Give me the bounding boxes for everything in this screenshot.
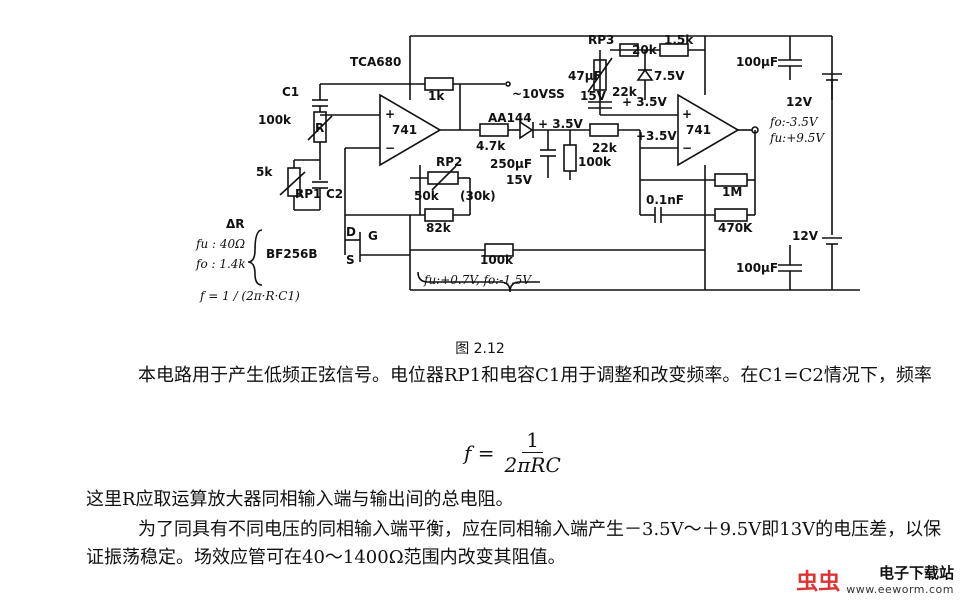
- label-bf256: BF256B: [266, 247, 318, 261]
- label-7-5v: 7.5V: [654, 69, 685, 83]
- label-g: G: [368, 229, 378, 243]
- label-plus2: +: [682, 107, 692, 121]
- label-20k: 20k: [632, 43, 658, 57]
- watermark-url: www.eeworm.com: [846, 583, 954, 596]
- watermark-logo: 虫虫: [796, 570, 841, 595]
- label-22k-2: 22k: [612, 85, 638, 99]
- circuit-diagram: TCA680 C1 100k R 5k RP1 C2 741 + − 741 +…: [195, 33, 860, 303]
- label-30k: (30k): [460, 189, 496, 203]
- label-1-5k: 1.5k: [664, 33, 694, 47]
- label-fo-out: fo:-3.5V: [769, 115, 819, 129]
- label-100k-3: 100k: [480, 253, 514, 267]
- label-1m: 1M: [722, 185, 742, 199]
- paragraph-2: 这里R应取运算放大器同相输入端与输出间的总电阻。: [86, 489, 514, 510]
- formula-denominator: 2πRC: [504, 453, 561, 477]
- label-fu-out: fu:+9.5V: [769, 131, 825, 145]
- label-1k: 1k: [428, 89, 445, 103]
- label-plus-3-5v-a: + 3.5V: [538, 117, 583, 131]
- formula-numerator: 1: [522, 428, 544, 453]
- label-82k: 82k: [426, 221, 452, 235]
- label-plus1: +: [385, 107, 395, 121]
- watermark: 虫虫 电子下载站 www.eeworm.com: [796, 562, 954, 596]
- label-47uf: 47μF: [568, 69, 602, 83]
- label-4-7k: 4.7k: [476, 139, 506, 153]
- formula-fraction: 1 2πRC: [501, 428, 565, 477]
- label-470k: 470K: [718, 221, 753, 235]
- label-12v-b: 12V: [792, 229, 819, 243]
- label-10v: ~10VSS: [512, 87, 565, 101]
- label-opamp1: 741: [392, 123, 417, 137]
- label-minus1: −: [385, 141, 395, 155]
- label-tca680: TCA680: [350, 55, 401, 69]
- label-rp3: RP3: [588, 33, 614, 47]
- opamp-1: [379, 93, 442, 167]
- watermark-text: 电子下载站 www.eeworm.com: [846, 562, 954, 596]
- label-s: S: [346, 253, 355, 267]
- label-100k-2: 100k: [578, 155, 612, 169]
- opamp-2: [677, 93, 740, 167]
- formula-lhs: f =: [464, 440, 495, 465]
- label-15v-b: 15V: [580, 89, 607, 103]
- frequency-formula: f = 1 2πRC: [464, 428, 565, 477]
- label-22k: 22k: [592, 141, 618, 155]
- figure-caption: 图 2.12: [455, 341, 505, 357]
- label-opamp2: 741: [686, 123, 711, 137]
- label-r: R: [315, 121, 324, 135]
- label-5k: 5k: [256, 165, 273, 179]
- label-100k: 100k: [258, 113, 292, 127]
- label-15v-a: 15V: [506, 173, 533, 187]
- watermark-title: 电子下载站: [878, 564, 954, 582]
- label-250uf: 250μF: [490, 157, 532, 171]
- label-minus2: −: [682, 141, 692, 155]
- label-12v-a: 12V: [786, 95, 813, 109]
- label-100uf-a: 100μF: [736, 55, 778, 69]
- paragraph-3: 为了同具有不同电压的同相输入端平衡，应在同相输入端产生－3.5V～＋9.5V即1…: [86, 519, 942, 568]
- label-rp2: RP2: [436, 155, 462, 169]
- label-0-1nf: 0.1nF: [646, 193, 684, 207]
- label-100uf-b: 100μF: [736, 261, 778, 275]
- label-rp1: RP1: [295, 187, 321, 201]
- label-c2: C2: [326, 187, 343, 201]
- label-c1: C1: [282, 85, 299, 99]
- label-fu-40: fu : 40Ω: [195, 237, 245, 251]
- label-50k: 50k: [414, 189, 440, 203]
- label-fu-fo: fu:+0.7V, fo:-1.5V: [423, 273, 532, 287]
- paragraph-1: 本电路用于产生低频正弦信号。电位器RP1和电容C1用于调整和改变频率。在C1=C…: [138, 365, 932, 386]
- label-delta-r: ΔR: [226, 217, 245, 231]
- label-d: D: [346, 225, 356, 239]
- label-freq-eq: f = 1 / (2π·R·C1): [199, 289, 300, 303]
- label-fo-1-4k: fo : 1.4k: [195, 257, 246, 271]
- label-plus-3-5v-b: +3.5V: [636, 129, 677, 143]
- label-plus-3-5v-c: + 3.5V: [622, 95, 667, 109]
- label-aa144: AA144: [488, 111, 532, 125]
